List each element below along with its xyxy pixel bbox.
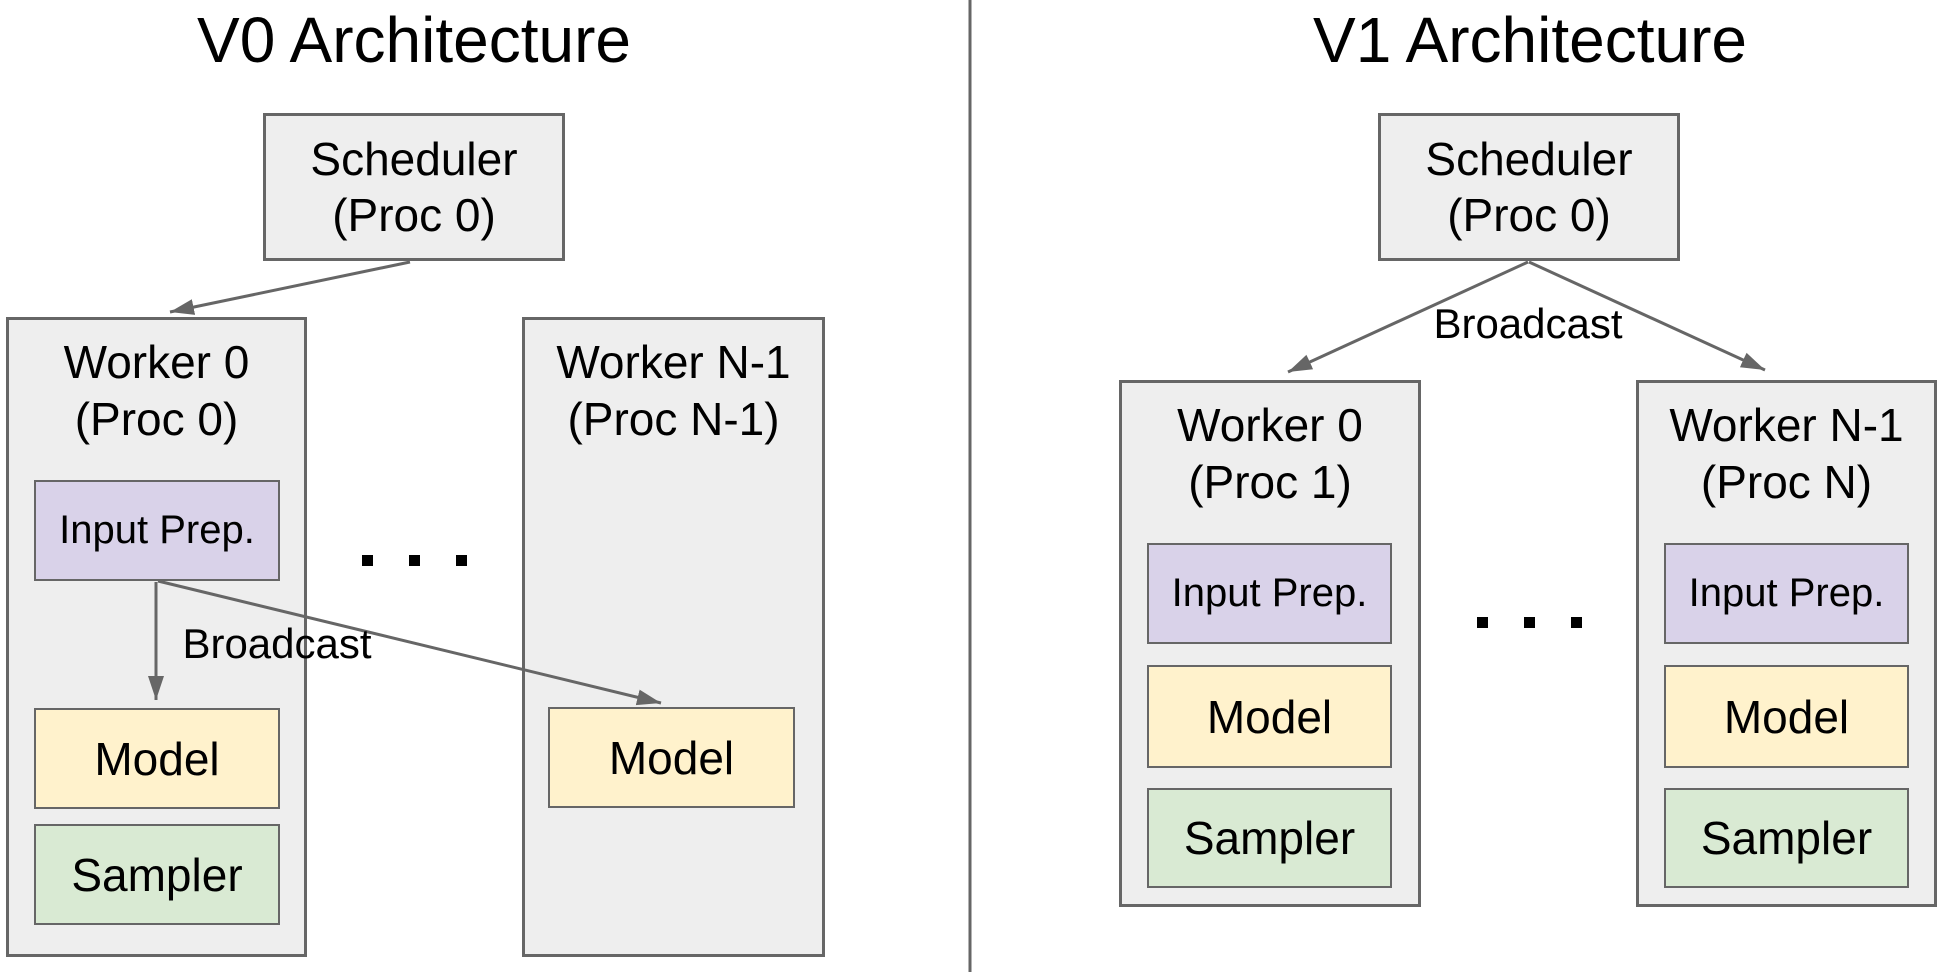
v0-scheduler-box: Scheduler (Proc 0) — [263, 113, 565, 261]
v1-worker0-input-prep-label: Input Prep. — [1171, 571, 1368, 615]
v0-ellipsis-icon — [307, 542, 522, 578]
dot-icon — [409, 554, 420, 566]
v0-title: V0 Architecture — [197, 4, 631, 76]
v1-workerN-input-prep-label: Input Prep. — [1688, 571, 1885, 615]
v0-worker0-model-box: Model — [34, 708, 280, 809]
dot-icon — [1477, 616, 1488, 628]
v0-workerN-box: Worker N-1 (Proc N-1) Model — [522, 317, 825, 957]
arrow-v0-scheduler-to-worker0 — [169, 260, 411, 315]
v1-title: V1 Architecture — [1313, 4, 1747, 76]
v0-scheduler-label: Scheduler — [310, 132, 518, 185]
v1-worker0-input-prep-box: Input Prep. — [1147, 543, 1392, 644]
v0-worker0-input-prep-box: Input Prep. — [34, 480, 280, 581]
v0-worker0-name: Worker 0 — [63, 336, 250, 388]
v0-workerN-proc: (Proc N-1) — [567, 393, 780, 446]
v1-workerN-input-prep-box: Input Prep. — [1664, 543, 1909, 644]
v1-workerN-sampler-box: Sampler — [1664, 788, 1909, 888]
dot-icon — [1571, 616, 1582, 628]
dot-icon — [456, 554, 467, 566]
v0-worker0-sampler-label: Sampler — [71, 848, 243, 901]
v1-workerN-label: Worker N-1 (Proc N) — [1639, 397, 1934, 511]
v0-workerN-name: Worker N-1 — [556, 336, 791, 388]
v1-worker0-label: Worker 0 (Proc 1) — [1122, 397, 1418, 511]
v1-worker0-sampler-box: Sampler — [1147, 788, 1392, 888]
v0-worker0-input-prep-label: Input Prep. — [59, 508, 255, 552]
v0-worker0-sampler-box: Sampler — [34, 824, 280, 925]
v1-workerN-model-box: Model — [1664, 665, 1909, 768]
v0-scheduler-proc: (Proc 0) — [332, 189, 496, 241]
v0-workerN-model-label: Model — [608, 731, 735, 784]
v1-worker0-proc: (Proc 1) — [1188, 456, 1352, 509]
dot-icon — [1524, 616, 1535, 628]
v1-workerN-sampler-label: Sampler — [1700, 812, 1873, 864]
v1-scheduler-label: Scheduler — [1425, 132, 1633, 185]
v1-workerN-box: Worker N-1 (Proc N) Input Prep. Model Sa… — [1636, 380, 1937, 907]
v1-worker0-name: Worker 0 — [1177, 399, 1363, 451]
v0-worker0-proc: (Proc 0) — [74, 393, 239, 446]
v1-scheduler-proc: (Proc 0) — [1447, 189, 1611, 241]
v1-workerN-proc: (Proc N) — [1700, 456, 1873, 509]
v1-scheduler-box: Scheduler (Proc 0) — [1378, 113, 1680, 261]
v0-worker0-model-label: Model — [94, 732, 220, 785]
v0-workerN-label: Worker N-1 (Proc N-1) — [525, 334, 822, 448]
v1-worker0-model-box: Model — [1147, 665, 1392, 768]
v1-worker0-sampler-label: Sampler — [1183, 812, 1356, 864]
v0-worker0-label: Worker 0 (Proc 0) — [9, 334, 304, 448]
v1-workerN-name: Worker N-1 — [1669, 399, 1904, 451]
v0-workerN-model-box: Model — [548, 707, 795, 808]
dot-icon — [362, 554, 373, 566]
v1-worker0-box: Worker 0 (Proc 1) Input Prep. Model Samp… — [1119, 380, 1421, 907]
v1-broadcast-label: Broadcast — [1433, 300, 1623, 347]
v0-broadcast-label: Broadcast — [182, 620, 372, 667]
v1-worker0-model-label: Model — [1206, 690, 1333, 743]
v1-workerN-model-label: Model — [1723, 690, 1850, 743]
v1-ellipsis-icon — [1423, 604, 1636, 640]
